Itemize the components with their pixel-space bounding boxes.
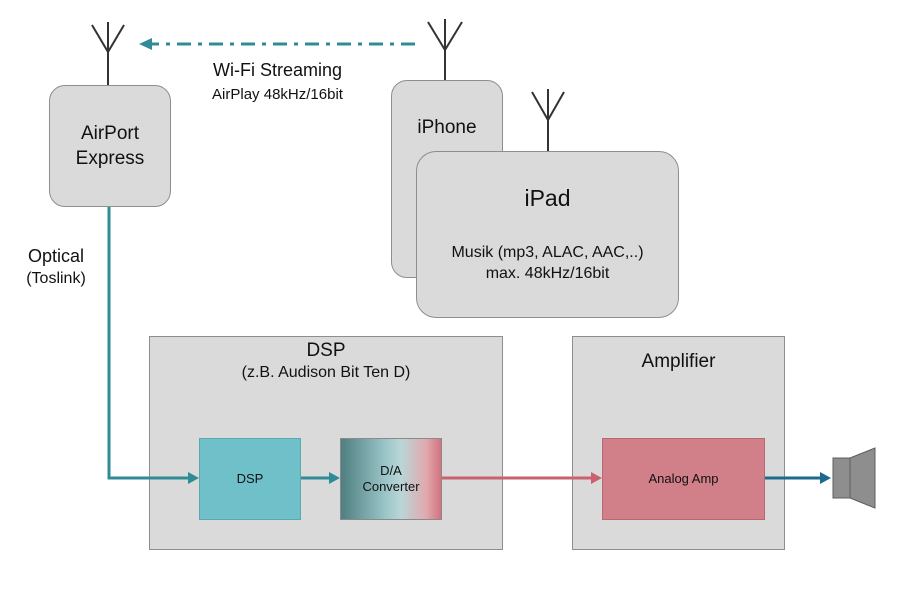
ipad-antenna-icon — [531, 89, 565, 151]
ipad-format-line2: max. 48kHz/16bit — [485, 265, 610, 282]
wifi-streaming-label: Wi-Fi Streaming — [212, 60, 342, 80]
ipad-format-line1: Musik (mp3, ALAC, AAC,..) — [451, 244, 644, 261]
airplay-format-label: AirPlay 48kHz/16bit — [212, 86, 343, 103]
wifi-stream-arrow — [139, 38, 415, 50]
airport-antenna-icon — [91, 22, 125, 85]
airport-express-box — [49, 85, 171, 207]
da-to-amp-arrow — [442, 472, 602, 484]
optical-connection-arrow — [107, 207, 199, 484]
da-converter-label-line1: D/A — [380, 463, 402, 478]
iphone-label: iPhone — [417, 117, 477, 138]
amp-to-speaker-arrow — [765, 472, 831, 484]
optical-label: Optical — [27, 246, 85, 266]
iphone-antenna-icon — [427, 19, 463, 80]
airport-express-label-line1: AirPort — [80, 123, 140, 144]
toslink-label: (Toslink) — [26, 270, 86, 287]
dsp-block-label: DSP — [236, 471, 264, 486]
da-converter-block — [340, 438, 442, 520]
ipad-box — [416, 151, 679, 318]
analog-amp-block — [602, 438, 765, 520]
dsp-panel-subtitle: (z.B. Audison Bit Ten D) — [241, 364, 411, 381]
ipad-title: iPad — [524, 185, 571, 211]
analog-amp-label: Analog Amp — [648, 471, 719, 486]
speaker-icon — [832, 447, 876, 509]
airport-express-label-line2: Express — [75, 148, 145, 169]
amplifier-panel-title: Amplifier — [641, 351, 716, 372]
dsp-panel-title: DSP — [306, 340, 346, 361]
da-converter-label-line2: Converter — [362, 479, 420, 494]
dsp-to-da-arrow — [301, 472, 340, 484]
dsp-block — [199, 438, 301, 520]
